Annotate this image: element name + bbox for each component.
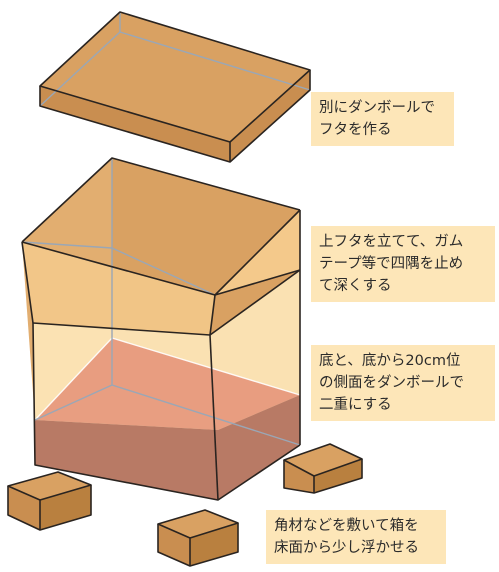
box-hidden-edges <box>21 158 301 446</box>
floor-top <box>35 338 300 430</box>
floor-front-side <box>35 420 218 500</box>
label-lid: 別にダンボールで フタを作る <box>311 92 454 146</box>
lid-front-face <box>40 86 230 162</box>
support-block-front <box>157 509 239 567</box>
lid-right-face <box>230 70 310 162</box>
floor-right-side <box>218 395 300 500</box>
label-floor: 底と、底から20cm位 の側面をダンボールで 二重にする <box>311 345 495 421</box>
lid-hidden-edge <box>39 31 121 107</box>
label-legs: 角材などを敷いて箱を 床面から少し浮かせる <box>266 510 446 564</box>
support-block-left <box>7 471 92 531</box>
box-front-upper <box>22 242 215 335</box>
box <box>21 157 301 501</box>
label-box: 上フタを立てて、ガム テープ等で四隅を止め て深くする <box>311 226 495 302</box>
box-outline <box>21 157 301 501</box>
lid <box>39 11 311 163</box>
support-block-right <box>283 443 363 494</box>
